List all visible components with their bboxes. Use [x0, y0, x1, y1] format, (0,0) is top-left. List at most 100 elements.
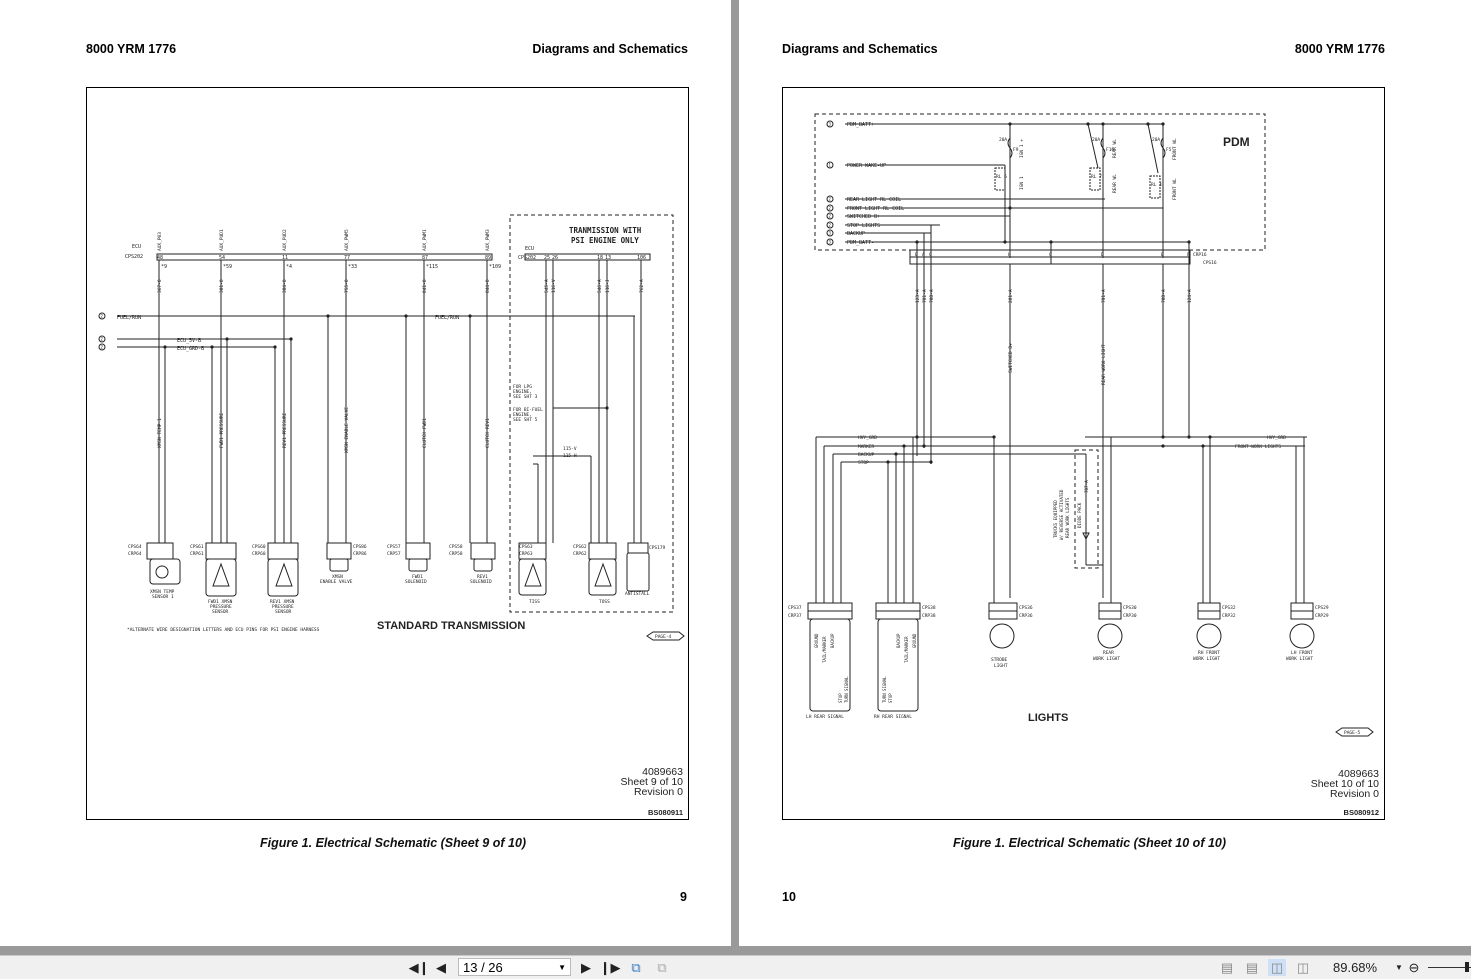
fuse-labels: 20A F9 IGN 1 + 20A F10 REAR WL 20A F5 FR… [996, 137, 1178, 200]
alt-engine-notes: FOR LPG ENGINE, SEE SHT 3 FOR BI-FUEL EN… [513, 384, 543, 423]
svg-text:F9: F9 [1013, 147, 1019, 153]
fuel-run-label-2: FUEL/RUN [435, 315, 459, 321]
svg-text:CPS63: CPS63 [519, 544, 533, 550]
svg-text:REV1 PRESSURE: REV1 PRESSURE [282, 412, 288, 448]
zoom-slider-handle[interactable] [1465, 962, 1469, 972]
two-page-view-icon[interactable]: ◫ [1268, 959, 1286, 976]
svg-text:BACKUP: BACKUP [830, 633, 835, 648]
svg-text:RL 4: RL 4 [1151, 182, 1162, 188]
page-ref-link[interactable]: PAGE-5 [1344, 730, 1361, 736]
svg-text:CRP38: CRP38 [922, 613, 936, 619]
svg-text:781-A: 781-A [922, 289, 928, 303]
svg-text:CPS30: CPS30 [1123, 605, 1137, 611]
svg-text:CRP64: CRP64 [128, 551, 142, 557]
last-page-icon[interactable]: ❙▶ [599, 959, 621, 975]
svg-text:SOLENOID: SOLENOID [470, 579, 492, 585]
svg-text:CRP63: CRP63 [519, 551, 533, 557]
svg-text:*33: *33 [348, 264, 357, 270]
svg-text:STROBE: STROBE [991, 657, 1008, 663]
svg-text:TOSS: TOSS [599, 599, 610, 605]
page-number: 10 [782, 890, 796, 904]
page-ref-link[interactable]: PAGE-4 [655, 634, 672, 640]
svg-text:*59: *59 [223, 264, 232, 270]
footnote: *ALTERNATE WIRE DESIGNATION LETTERS AND … [127, 627, 320, 633]
drawing-id: BS080912 [1343, 808, 1379, 817]
pdm-inputs: PDM_BATT+ POWER WAKE-UP REAR LIGHT RL CO… [847, 122, 904, 246]
psi-wire-labels: 545-A 116-V 546-A 116-J 762-A [544, 279, 645, 293]
svg-text:REAR WL: REAR WL [1112, 139, 1118, 158]
next-page-icon[interactable]: ▶ [581, 959, 591, 975]
svg-text:GROUND: GROUND [814, 633, 819, 648]
schematic-frame: ECU CPS202 48 54 11 77 87 89 *9 *59 *4 *… [86, 87, 689, 820]
continuous-view-icon[interactable]: ▤ [1245, 959, 1259, 975]
svg-text:HVY_GRD: HVY_GRD [1267, 435, 1286, 441]
svg-text:REV1 XMSN: REV1 XMSN [270, 599, 295, 605]
previous-view-icon[interactable]: ⧉ [631, 959, 641, 975]
svg-text:545-A: 545-A [544, 279, 550, 293]
svg-text:SENSOR: SENSOR [275, 609, 292, 615]
page-number-input[interactable]: 13 / 26 ▼ [458, 958, 571, 976]
zoom-out-icon[interactable]: ⊖ [1408, 959, 1420, 975]
svg-text:XMSN: XMSN [332, 574, 343, 580]
sheet-number: Sheet 10 of 10 [1310, 778, 1379, 790]
svg-text:FRONT LIGHT RL COIL: FRONT LIGHT RL COIL [847, 206, 904, 212]
next-view-icon[interactable]: ⧉ [657, 959, 667, 975]
zoom-level[interactable]: 89.68% [1333, 960, 1378, 975]
chevron-down-icon[interactable]: ▼ [558, 963, 566, 972]
document-viewport[interactable]: 8000 YRM 1776 Diagrams and Schematics [0, 0, 1471, 955]
svg-text:CRP32: CRP32 [1222, 613, 1236, 619]
rear-signal-functions: GROUND TAIL/MARKER BACKUP STOP TURN SIGN… [814, 633, 917, 703]
svg-text:GROUND: GROUND [912, 633, 917, 648]
svg-text:CPS62: CPS62 [573, 544, 587, 550]
svg-text:DIODE PACK: DIODE PACK [1077, 502, 1082, 528]
svg-text:116-V: 116-V [551, 279, 557, 293]
svg-text:25: 25 [544, 255, 550, 261]
header-section-title: Diagrams and Schematics [782, 42, 938, 56]
svg-text:20A: 20A [1152, 137, 1160, 143]
svg-text:20A: 20A [1092, 137, 1100, 143]
svg-text:SEE SHT 5: SEE SHT 5 [513, 417, 538, 423]
svg-text:54: 54 [219, 255, 225, 261]
psi-ecu-connector: CPS202 [518, 255, 536, 261]
svg-text:CPS60: CPS60 [252, 544, 266, 550]
svg-text:A: A [922, 252, 925, 258]
svg-text:CRP57: CRP57 [387, 551, 401, 557]
svg-text:CPS32: CPS32 [1222, 605, 1236, 611]
svg-text:WORK LIGHT: WORK LIGHT [1193, 656, 1220, 662]
svg-text:WORK LIGHT: WORK LIGHT [1093, 656, 1120, 662]
svg-text:CPS37: CPS37 [788, 605, 802, 611]
svg-text:201-A: 201-A [1008, 289, 1014, 303]
svg-text:AUX_P03: AUX_P03 [157, 232, 163, 251]
svg-text:381-O: 381-O [219, 279, 225, 293]
svg-text:FRONT WL: FRONT WL [1172, 138, 1178, 160]
svg-text:CRP58: CRP58 [449, 551, 463, 557]
first-page-icon[interactable]: ◀❙ [408, 959, 430, 975]
svg-text:BACKUP: BACKUP [847, 231, 865, 237]
psi-pins: 25 26 18 13 106 [544, 255, 646, 261]
page-10: Diagrams and Schematics 8000 YRM 1776 [739, 0, 1471, 946]
svg-text:BACKUP: BACKUP [858, 452, 875, 458]
prev-page-icon[interactable]: ◀ [436, 959, 446, 975]
svg-text:SOLENOID: SOLENOID [405, 579, 427, 585]
zoom-dropdown-icon[interactable]: ▼ [1395, 963, 1403, 972]
sheet-info: 4089663 Sheet 9 of 10 Revision 0 [621, 767, 683, 798]
svg-text:ENGINE,: ENGINE, [513, 412, 532, 418]
single-page-view-icon[interactable]: ▤ [1220, 959, 1234, 975]
svg-text:788-A: 788-A [1161, 289, 1167, 303]
svg-text:844-O: 844-O [485, 279, 491, 293]
svg-text:CRP29: CRP29 [1315, 613, 1329, 619]
ecu-signal-labels: AUX_P03 AUX_PUD1 AUX_PUD2 AUX_PWM5 AUX_P… [157, 229, 491, 251]
svg-text:POWER WAKE-UP: POWER WAKE-UP [847, 163, 886, 169]
svg-text:TISS: TISS [529, 599, 540, 605]
crp16-label: CRP16 [1193, 252, 1207, 258]
svg-text:3: 3 [829, 122, 832, 127]
svg-text:B: B [1161, 252, 1164, 258]
two-page-continuous-view-icon[interactable]: ◫ [1296, 959, 1310, 975]
svg-text:STOP: STOP [838, 693, 843, 703]
svg-text:F: F [1187, 252, 1190, 258]
zoom-slider[interactable] [1428, 967, 1471, 968]
svg-text:CPS57: CPS57 [387, 544, 401, 550]
schematic-title: LIGHTS [1028, 712, 1068, 724]
trunk-wire-labels: 123-A 781-A 788-A 201-A 781-A 788-A 124-… [915, 289, 1193, 385]
svg-text:STOP: STOP [858, 460, 869, 466]
